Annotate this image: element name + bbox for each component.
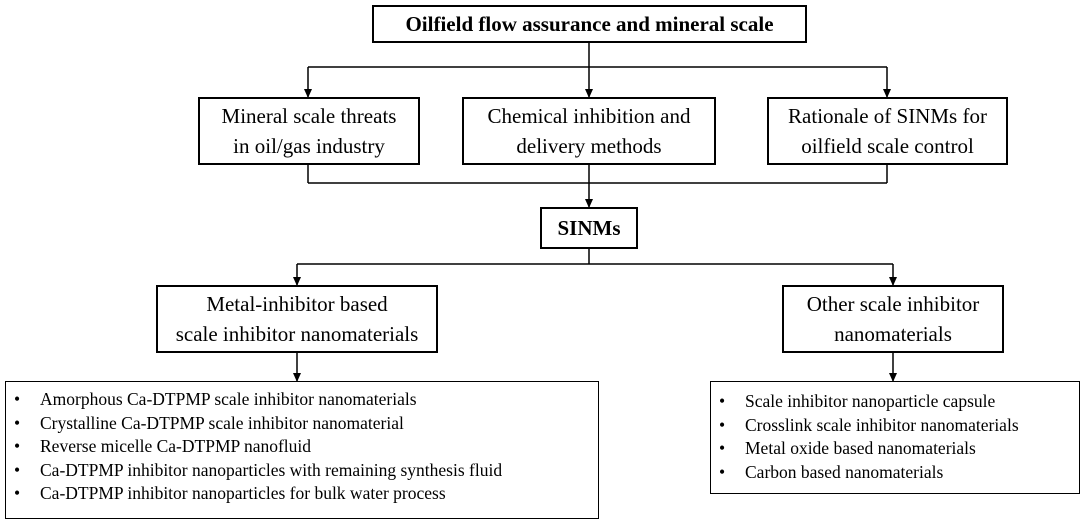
list-item: Scale inhibitor nanoparticle capsule (711, 390, 1079, 414)
other-inhibitor-line2: nanomaterials (834, 322, 952, 346)
other-inhibitor-line1: Other scale inhibitor (806, 292, 980, 316)
threats-node: Mineral scale threats in oil/gas industr… (198, 97, 420, 165)
inhibition-line1: Chemical inhibition and (487, 104, 691, 128)
root-label: Oilfield flow assurance and mineral scal… (405, 11, 774, 36)
list-item: Carbon based nanomaterials (711, 461, 1079, 485)
metal-inhibitor-line1: Metal-inhibitor based (206, 292, 388, 316)
metal-inhibitor-node: Metal-inhibitor based scale inhibitor na… (156, 285, 438, 353)
threats-line1: Mineral scale threats (221, 104, 397, 128)
metal-inhibitor-list: Amorphous Ca-DTPMP scale inhibitor nanom… (5, 381, 599, 519)
list-item: Crystalline Ca-DTPMP scale inhibitor nan… (6, 412, 598, 436)
other-inhibitor-node: Other scale inhibitor nanomaterials (782, 285, 1004, 353)
rationale-node: Rationale of SINMs for oilfield scale co… (767, 97, 1008, 165)
list-item: Ca-DTPMP inhibitor nanoparticles with re… (6, 459, 598, 483)
list-item: Amorphous Ca-DTPMP scale inhibitor nanom… (6, 388, 598, 412)
list-item: Crosslink scale inhibitor nanomaterials (711, 414, 1079, 438)
inhibition-line2: delivery methods (516, 134, 662, 158)
rationale-line1: Rationale of SINMs for (788, 104, 987, 128)
metal-inhibitor-line2: scale inhibitor nanomaterials (175, 322, 419, 346)
rationale-line2: oilfield scale control (801, 134, 974, 158)
threats-line2: in oil/gas industry (233, 134, 385, 158)
other-inhibitor-list: Scale inhibitor nanoparticle capsule Cro… (710, 381, 1080, 494)
list-item: Metal oxide based nanomaterials (711, 437, 1079, 461)
root-node: Oilfield flow assurance and mineral scal… (372, 5, 807, 43)
list-item: Reverse micelle Ca-DTPMP nanofluid (6, 435, 598, 459)
list-item: Ca-DTPMP inhibitor nanoparticles for bul… (6, 482, 598, 506)
sinms-label: SINMs (557, 215, 621, 240)
inhibition-node: Chemical inhibition and delivery methods (462, 97, 716, 165)
sinms-node: SINMs (540, 207, 638, 249)
